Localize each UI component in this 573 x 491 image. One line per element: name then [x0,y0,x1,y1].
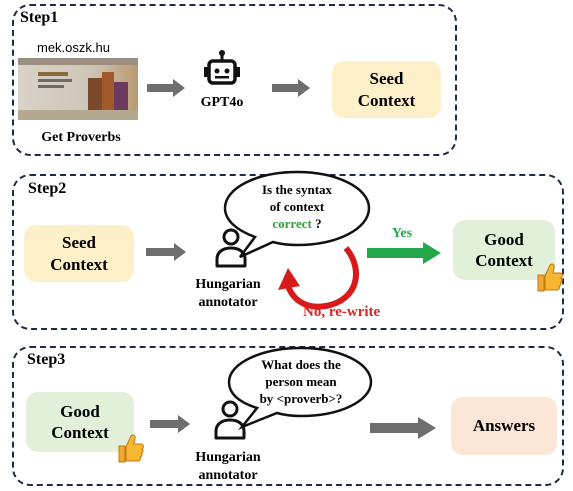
bubble-end: ? [311,215,322,231]
yes-arrow [367,242,441,264]
arrow-step1-b [272,79,310,97]
yes-label: Yes [391,226,413,241]
arrow-step3-a [150,415,190,433]
step2-label: Step2 [28,180,67,197]
step3-good-context-box: Good Context [26,392,134,452]
robot-icon [204,50,240,85]
rewrite-loop-arrow [278,246,359,310]
bubble-line-2: person mean [265,373,337,389]
step3-bubble-text: What does the person mean by <proverb>? [238,357,364,408]
answers-box: Answers [451,397,557,455]
model-label: GPT4o [200,95,244,110]
source-screenshot [18,58,138,120]
source-site: mek.oszk.hu [37,40,110,55]
person-icon [215,228,247,268]
bubble-green-word: correct [272,215,312,231]
step3-annotator-label: Hungarian annotator [195,450,261,483]
arrow-step2-a [146,243,186,261]
step3-label: Step3 [27,351,66,368]
arrow-step1-a [147,79,185,97]
bubble-line-3: correct ? [234,216,360,233]
step1-seed-context-box: Seed Context [332,61,441,118]
bubble-line-1: What does the [261,357,341,372]
step1-panel [12,4,457,156]
thumbs-up-icon [118,434,144,463]
speech-bubble-step3 [227,346,373,430]
no-rewrite-label: No, re-write [303,304,381,320]
step1-label: Step1 [20,9,59,26]
person-icon [214,400,246,440]
step2-seed-context-box: Seed Context [24,225,134,282]
step2-annotator-label: Hungarian annotator [195,277,261,310]
step2-bubble-text: Is the syntax of context correct ? [234,182,360,233]
bubble-line-2: of context [269,198,325,214]
step2-good-context-box: Good Context [453,220,555,280]
source-caption: Get Proverbs [41,130,121,145]
step3-panel [12,346,564,486]
bubble-line-3: by <proverb>? [259,390,343,406]
thumbs-up-icon [537,263,563,292]
bubble-line-1: Is the syntax [261,182,333,197]
arrow-step3-b [370,417,436,439]
speech-bubble-step2 [223,170,371,259]
